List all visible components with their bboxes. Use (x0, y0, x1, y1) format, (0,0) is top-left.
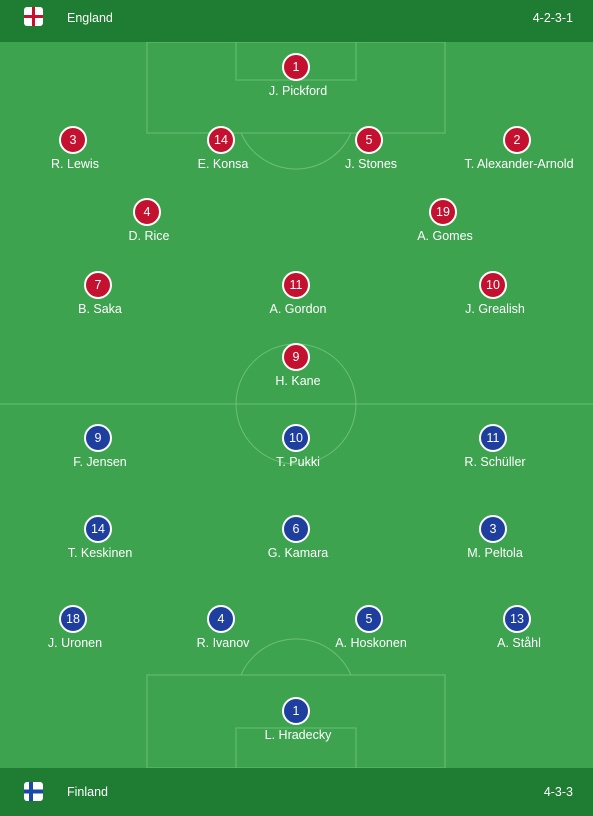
player-name: R. Ivanov (196, 636, 250, 650)
player-number: 2 (503, 126, 531, 154)
player-number: 14 (84, 515, 112, 543)
home-player[interactable]: 19 A. Gomes (375, 198, 515, 243)
player-number: 4 (133, 198, 161, 226)
home-player[interactable]: 11 A. Gordon (228, 271, 368, 316)
player-name: T. Keskinen (67, 546, 133, 560)
player-name: A. Gordon (269, 302, 327, 316)
player-name: J. Pickford (268, 84, 328, 98)
home-player[interactable]: 9 H. Kane (228, 343, 368, 388)
home-player[interactable]: 5 J. Stones (301, 126, 441, 171)
pitch-lines (0, 42, 593, 768)
away-player[interactable]: 5 A. Hoskonen (301, 605, 441, 650)
player-number: 3 (59, 126, 87, 154)
player-number: 18 (59, 605, 87, 633)
player-number: 10 (479, 271, 507, 299)
player-name: L. Hradecky (264, 728, 332, 742)
home-player[interactable]: 10 J. Grealish (425, 271, 565, 316)
player-name: D. Rice (128, 229, 170, 243)
away-player[interactable]: 3 M. Peltola (425, 515, 565, 560)
away-player[interactable]: 11 R. Schüller (425, 424, 565, 469)
player-name: A. Gomes (417, 229, 473, 243)
player-name: J. Grealish (465, 302, 525, 316)
away-player[interactable]: 4 R. Ivanov (153, 605, 293, 650)
player-number: 1 (282, 697, 310, 725)
away-team-bar: Finland 4-3-3 (0, 768, 593, 816)
player-name: T. Pukki (276, 455, 320, 469)
home-player[interactable]: 1 J. Pickford (228, 53, 368, 98)
away-formation: 4-3-3 (543, 785, 573, 799)
player-number: 19 (429, 198, 457, 226)
away-player[interactable]: 10 T. Pukki (228, 424, 368, 469)
player-number: 7 (84, 271, 112, 299)
player-name: B. Saka (78, 302, 122, 316)
player-number: 11 (479, 424, 507, 452)
player-name: T. Alexander-Arnold (464, 157, 574, 171)
home-player[interactable]: 2 T. Alexander-Arnold (449, 126, 589, 171)
away-player[interactable]: 18 J. Uronen (5, 605, 145, 650)
home-team-name: England (67, 11, 113, 25)
home-player[interactable]: 4 D. Rice (79, 198, 219, 243)
player-number: 3 (479, 515, 507, 543)
home-player[interactable]: 3 R. Lewis (5, 126, 145, 171)
player-name: R. Schüller (464, 455, 526, 469)
player-name: A. Hoskonen (335, 636, 407, 650)
england-flag-icon (24, 7, 43, 26)
away-player[interactable]: 6 G. Kamara (228, 515, 368, 560)
home-player[interactable]: 7 B. Saka (30, 271, 170, 316)
away-player[interactable]: 1 L. Hradecky (228, 697, 368, 742)
player-number: 14 (207, 126, 235, 154)
home-player[interactable]: 14 E. Konsa (153, 126, 293, 171)
player-name: J. Uronen (47, 636, 103, 650)
away-player[interactable]: 9 F. Jensen (30, 424, 170, 469)
player-number: 6 (282, 515, 310, 543)
player-name: H. Kane (275, 374, 321, 388)
player-name: J. Stones (344, 157, 398, 171)
player-name: A. Ståhl (497, 636, 541, 650)
away-player[interactable]: 13 A. Ståhl (449, 605, 589, 650)
player-name: M. Peltola (467, 546, 523, 560)
away-team-name: Finland (67, 785, 108, 799)
player-name: G. Kamara (267, 546, 329, 560)
home-team-bar: England 4-2-3-1 (0, 0, 593, 42)
player-number: 1 (282, 53, 310, 81)
player-name: F. Jensen (73, 455, 127, 469)
pitch: 1 J. Pickford 3 R. Lewis 14 E. Konsa 5 J… (0, 42, 593, 768)
player-number: 11 (282, 271, 310, 299)
player-number: 9 (282, 343, 310, 371)
player-number: 4 (207, 605, 235, 633)
player-name: R. Lewis (51, 157, 99, 171)
player-number: 13 (503, 605, 531, 633)
player-number: 5 (355, 605, 383, 633)
player-number: 10 (282, 424, 310, 452)
player-number: 5 (355, 126, 383, 154)
away-player[interactable]: 14 T. Keskinen (30, 515, 170, 560)
finland-flag-icon (24, 782, 43, 801)
player-number: 9 (84, 424, 112, 452)
player-name: E. Konsa (197, 157, 249, 171)
home-formation: 4-2-3-1 (532, 11, 573, 25)
